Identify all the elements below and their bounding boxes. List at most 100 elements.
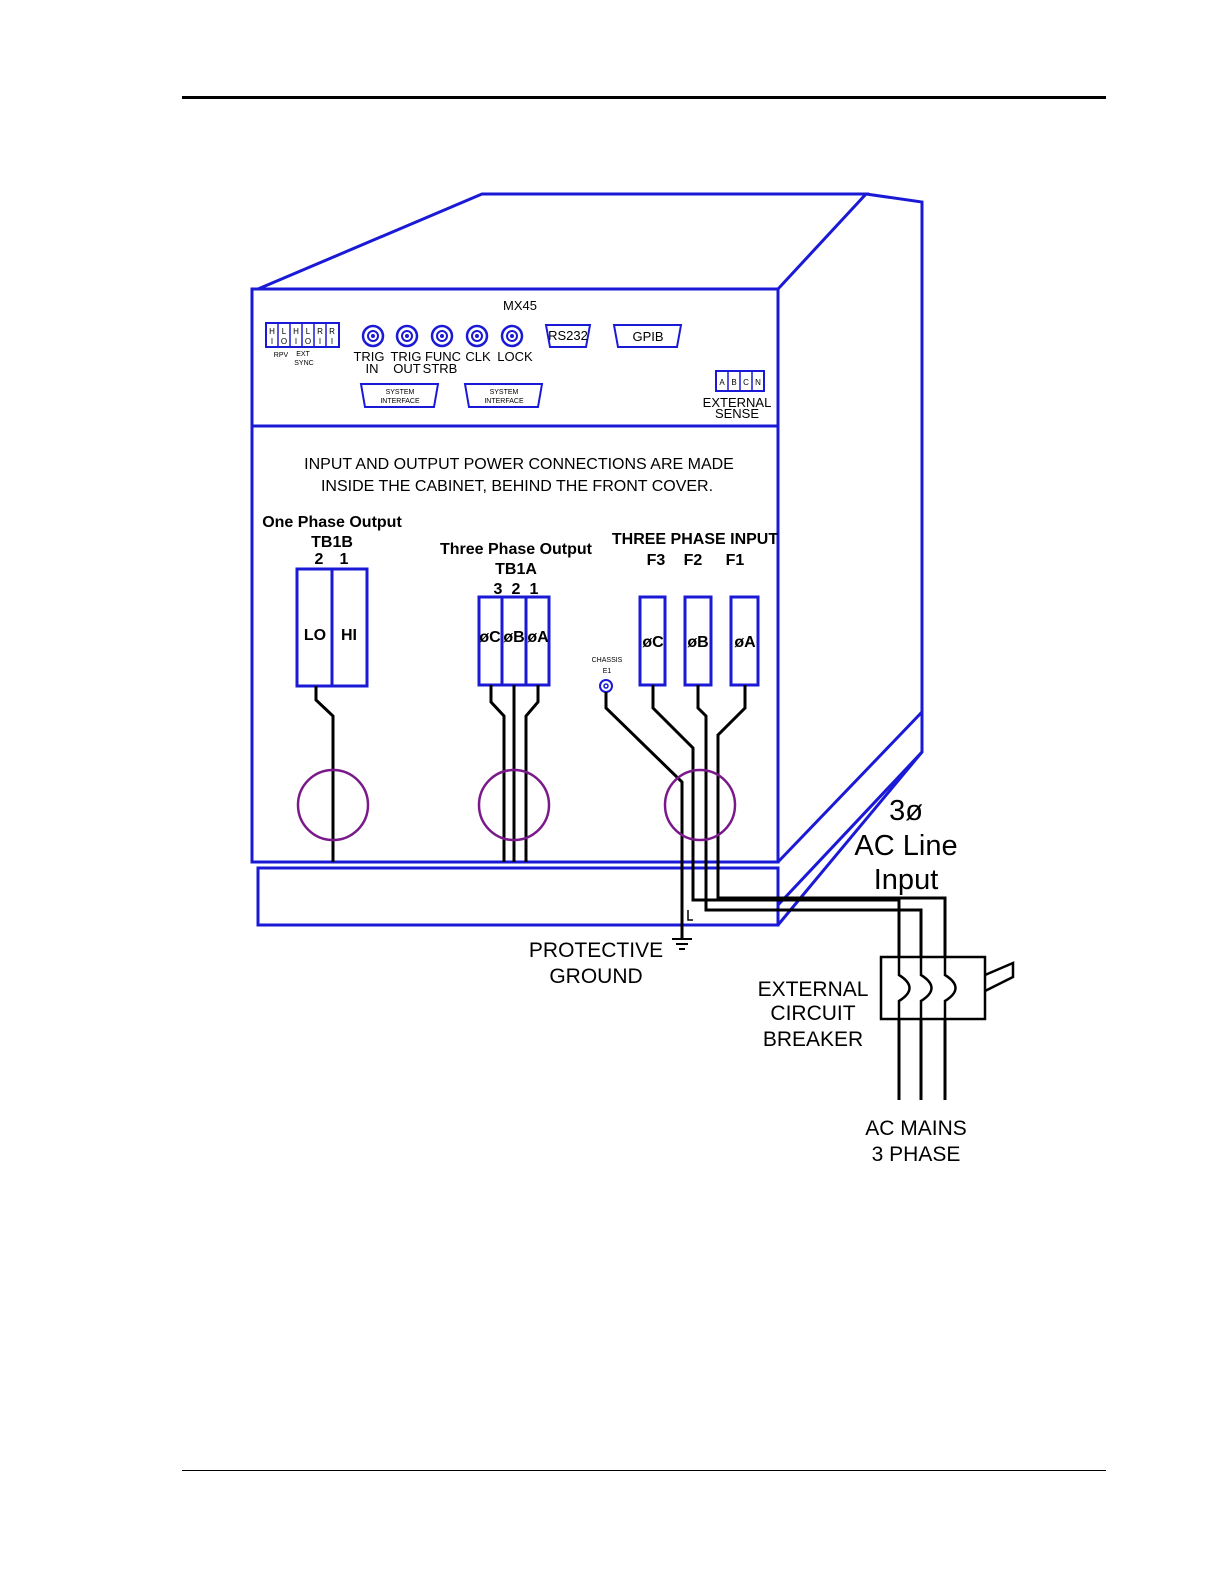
sense-label-1: EXTERNAL xyxy=(703,395,772,410)
three-phase-out-terminal-block: øC øB øA xyxy=(477,595,551,687)
wire-in-a xyxy=(716,685,947,1100)
in-terminal-a: øA xyxy=(734,634,756,651)
aux-term-6: R xyxy=(329,327,335,336)
in-terminal-c: øC xyxy=(642,634,664,651)
aux-term-4: L xyxy=(306,327,311,336)
bnc-sub-out: OUT xyxy=(393,361,421,376)
system-interface-2: SYSTEM INTERFACE xyxy=(463,383,544,408)
gpib-connector: GPIB xyxy=(612,324,683,348)
wire-out-c xyxy=(489,685,506,862)
aux-term-1: H xyxy=(269,327,275,336)
three-phase-out-pin-3: 3 xyxy=(494,581,503,598)
in-pin-f3: F3 xyxy=(647,552,666,569)
rs232-label: RS232 xyxy=(548,328,588,343)
external-sense-strip: A B C N EXTERNAL SENSE xyxy=(703,370,772,421)
terminal-lo: LO xyxy=(304,627,326,644)
one-phase-pin-1: 1 xyxy=(340,551,349,568)
three-phase-out-block: TB1A xyxy=(495,561,537,578)
sense-term-a: A xyxy=(719,378,725,387)
bnc-label-func: FUNC xyxy=(425,349,461,364)
one-phase-block: TB1B xyxy=(311,534,353,551)
wires xyxy=(314,685,947,1100)
circuit-breaker xyxy=(879,955,1015,1021)
mains-label-2: 3 PHASE xyxy=(872,1143,961,1166)
aux-sub-6: I xyxy=(331,337,333,346)
wire-in-b xyxy=(696,685,923,1100)
bnc-label-trig-2: TRIG xyxy=(390,349,421,364)
aux-sub-5: I xyxy=(319,337,321,346)
three-phase-out-pin-1: 1 xyxy=(530,581,539,598)
wire-in-c xyxy=(651,685,901,1100)
aux-sub-4: O xyxy=(305,337,311,346)
breaker-label-1: EXTERNAL xyxy=(758,978,869,1001)
aux-label-ext: EXT xyxy=(296,351,310,358)
chassis-label-1: CHASSIS xyxy=(592,657,623,664)
model-label: MX45 xyxy=(503,298,537,313)
cabinet-top-face xyxy=(257,192,870,291)
ferrite-rings xyxy=(296,768,737,842)
bnc-clk-icon xyxy=(465,324,489,348)
ac-line-label-2: AC Line xyxy=(854,830,957,862)
one-phase-terminal-block: LO HI xyxy=(295,567,369,688)
sense-term-c: C xyxy=(743,378,749,387)
aux-sub-3: I xyxy=(295,337,297,346)
notice-line-1: INPUT AND OUTPUT POWER CONNECTIONS ARE M… xyxy=(304,456,734,473)
base-bottom-edge xyxy=(776,751,924,926)
wire-chassis-ground xyxy=(604,692,684,938)
cabinet-base xyxy=(256,866,780,927)
cabinet-base-side xyxy=(776,708,924,907)
out-terminal-c: øC xyxy=(479,629,501,646)
breaker-handle xyxy=(984,961,1015,993)
sys-if-1-line2: INTERFACE xyxy=(380,398,420,405)
aux-term-2: L xyxy=(282,327,287,336)
aux-sub-1: I xyxy=(271,337,273,346)
bnc-trig-out-icon xyxy=(395,324,419,348)
header-rule xyxy=(182,96,1106,99)
notice-line-2: INSIDE THE CABINET, BEHIND THE FRONT COV… xyxy=(321,478,713,495)
cabinet-right-edge xyxy=(865,192,924,712)
wire-one-phase xyxy=(314,686,335,862)
aux-terminal-strip: H L H L R R I O I O I I RPV EXT SYNC xyxy=(265,322,340,367)
ferrite-three-phase-out xyxy=(477,768,551,842)
sys-if-1-line1: SYSTEM xyxy=(386,389,415,396)
footer-rule xyxy=(182,1470,1106,1471)
in-terminal-b: øB xyxy=(687,634,708,651)
bnc-label-trig-1: TRIG xyxy=(353,349,384,364)
three-phase-in-title: THREE PHASE INPUT xyxy=(612,531,778,548)
aux-term-3: H xyxy=(293,327,299,336)
bnc-func-strb-icon xyxy=(430,324,454,348)
ac-line-label-1: 3ø xyxy=(889,795,923,827)
out-terminal-a: øA xyxy=(527,629,549,646)
bnc-lock-icon xyxy=(500,324,524,348)
breaker-label-3: BREAKER xyxy=(763,1028,863,1051)
system-interface-1: SYSTEM INTERFACE xyxy=(359,383,440,408)
breaker-label-2: CIRCUIT xyxy=(770,1002,855,1025)
bnc-sub-in: IN xyxy=(366,361,379,376)
aux-sub-2: O xyxy=(281,337,287,346)
aux-label-rpv: RPV xyxy=(274,352,289,359)
aux-term-5: R xyxy=(317,327,323,336)
input-cable-outline xyxy=(687,910,693,921)
wire-out-a xyxy=(524,685,540,862)
aux-label-sync: SYNC xyxy=(294,360,313,367)
three-phase-out-title: Three Phase Output xyxy=(440,541,593,558)
bnc-label-lock: LOCK xyxy=(497,349,533,364)
sense-term-b: B xyxy=(731,378,736,387)
sense-label-2: SENSE xyxy=(715,406,759,421)
ac-line-label-3: Input xyxy=(874,864,939,896)
sys-if-2-line2: INTERFACE xyxy=(484,398,524,405)
bnc-trig-in-icon xyxy=(361,324,385,348)
rs232-connector: RS232 xyxy=(544,324,592,348)
bnc-connectors xyxy=(361,324,524,348)
protective-ground-label-1: PROTECTIVE xyxy=(529,939,663,962)
in-pin-f1: F1 xyxy=(726,552,745,569)
bnc-sub-strb: STRB xyxy=(423,361,458,376)
gpib-label: GPIB xyxy=(632,329,663,344)
terminal-hi: HI xyxy=(341,627,357,644)
sys-if-2-line1: SYSTEM xyxy=(490,389,519,396)
cabinet-outline xyxy=(250,192,924,927)
protective-ground-icon xyxy=(672,938,692,950)
mains-label-1: AC MAINS xyxy=(865,1117,967,1140)
